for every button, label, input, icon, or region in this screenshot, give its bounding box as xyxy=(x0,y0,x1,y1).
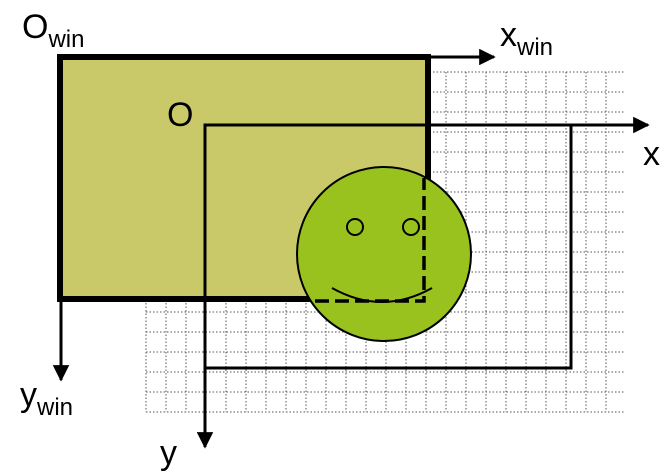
smiley-face-icon xyxy=(296,166,472,342)
window-x-axis-label: xwin xyxy=(500,16,553,61)
origin-label: O xyxy=(167,96,193,134)
viewport-rectangle xyxy=(203,123,573,370)
smiley-right-eye xyxy=(402,218,420,236)
smiley-left-eye xyxy=(346,218,364,236)
smiley-head xyxy=(296,166,472,342)
x-axis-label: x xyxy=(643,135,660,173)
y-axis-label: y xyxy=(160,434,177,472)
window-origin-label: Owin xyxy=(22,8,84,53)
clip-boundary-dashed xyxy=(315,178,426,303)
window-y-axis-label: ywin xyxy=(20,376,73,421)
